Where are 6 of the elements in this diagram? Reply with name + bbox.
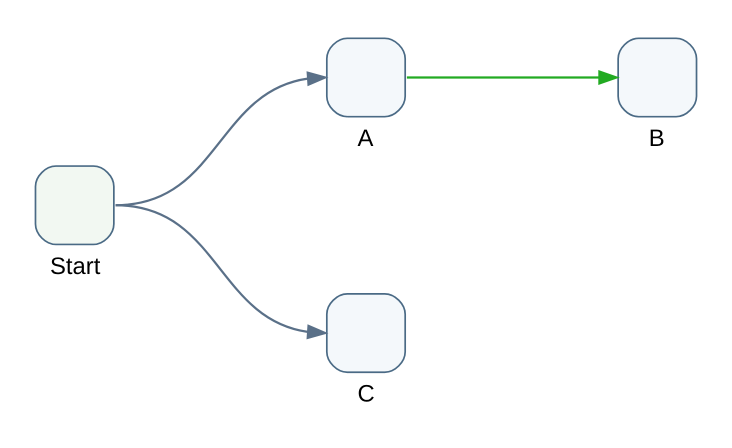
node-label: A — [357, 124, 374, 152]
arrow — [115, 204, 328, 340]
node-label: Start — [50, 252, 100, 280]
node-label: C — [357, 380, 375, 408]
arrow — [406, 70, 620, 85]
node-label: B — [648, 124, 665, 152]
